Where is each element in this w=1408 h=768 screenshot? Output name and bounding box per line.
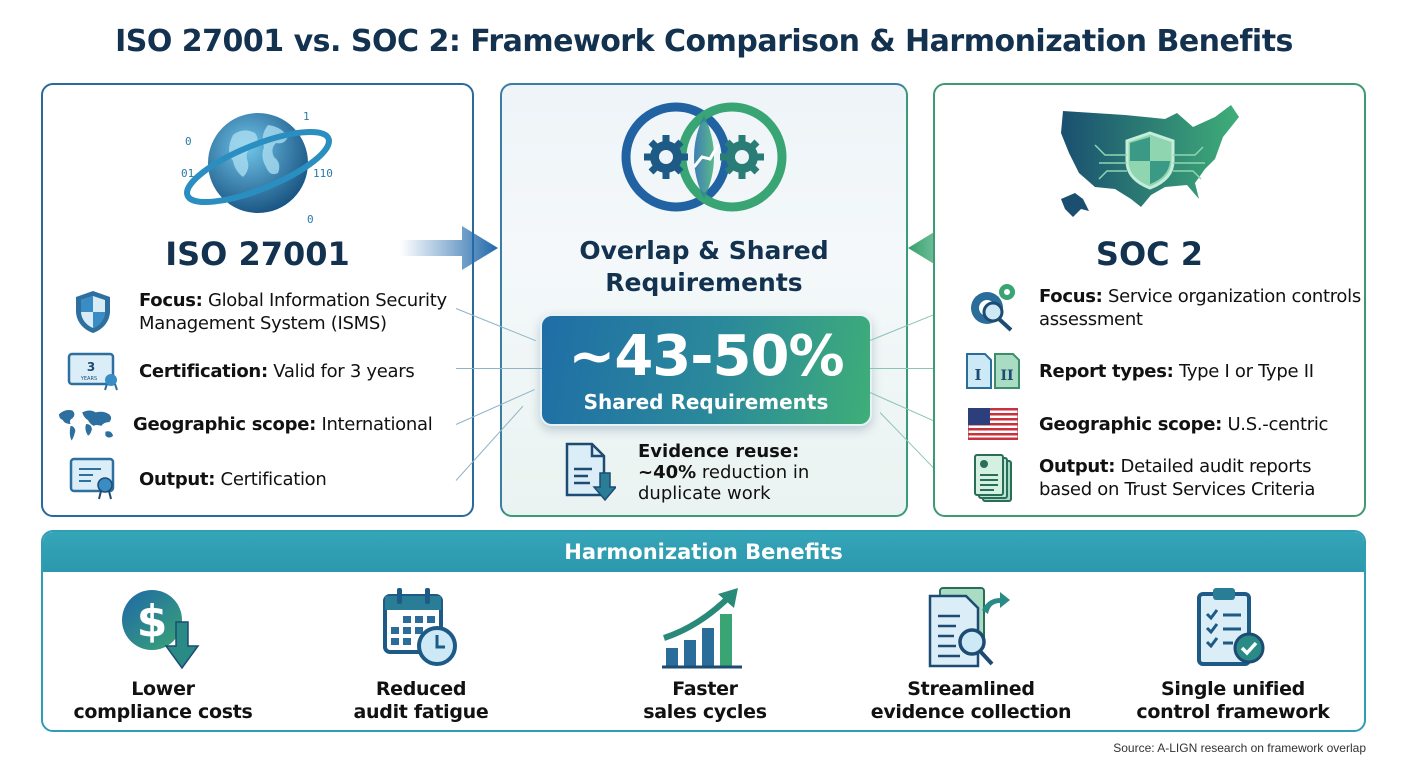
connector-line: [456, 368, 542, 369]
iso-focus-row: Focus: Global Information Security Manag…: [63, 289, 472, 335]
us-map-shield-icon: [1060, 105, 1239, 217]
iso-27001-panel: 0 01 110 1 0 ISO 27001 Focus: Global Inf…: [41, 83, 474, 517]
page-title: ISO 27001 vs. SOC 2: Framework Compariso…: [115, 24, 1293, 59]
gears-magnifier-icon: [971, 284, 1015, 332]
shared-percentage: ~43-50%: [568, 324, 844, 389]
shared-requirements-stat: ~43-50% Shared Requirements: [540, 314, 872, 426]
world-map-icon: [58, 409, 114, 441]
benefits-heading: Harmonization Benefits: [43, 532, 1364, 572]
svg-text:I: I: [974, 366, 981, 384]
clipboard-check-icon: [1197, 588, 1265, 666]
calendar-clock-icon: [383, 588, 457, 666]
dollar-down-icon: $: [122, 590, 200, 670]
globe-icon: 0 01 110 1 0: [181, 110, 333, 226]
overlapping-gears-icon: [621, 102, 787, 212]
connector-line: [870, 368, 956, 369]
documents-icon: [974, 454, 1012, 502]
svg-text:$: $: [137, 596, 168, 647]
svg-text:YEARS: YEARS: [80, 376, 97, 382]
growth-chart-icon: [662, 588, 742, 669]
iso-title: ISO 27001: [165, 235, 350, 273]
svg-text:3: 3: [87, 360, 95, 374]
svg-text:110: 110: [313, 167, 333, 180]
svg-text:0: 0: [307, 213, 314, 226]
soc-output-row: Output: Detailed audit reports based on …: [963, 454, 1364, 502]
shared-label: Shared Requirements: [583, 390, 829, 414]
shield-icon: [76, 291, 110, 333]
svg-text:II: II: [1000, 368, 1013, 384]
evidence-reuse: Evidence reuse: ~40% reduction in duplic…: [564, 441, 809, 504]
arrow-right-icon: [400, 226, 498, 270]
document-download-icon: [565, 442, 616, 502]
us-flag-icon: [968, 408, 1018, 440]
overlap-panel: Overlap & Shared Requirements ~43-50% Sh…: [500, 83, 908, 517]
certificate-icon: [69, 457, 115, 500]
svg-text:01: 01: [181, 167, 194, 180]
soc-focus-row: Focus: Service organization controls ass…: [963, 284, 1364, 332]
document-search-icon: [928, 587, 1010, 668]
soc-2-panel: SOC 2 Focus: Service organization contro…: [933, 83, 1366, 517]
svg-text:1: 1: [303, 110, 310, 123]
overlap-title: Overlap & Shared Requirements: [579, 236, 829, 297]
iso-geo-row: Geographic scope: International: [57, 401, 433, 447]
soc-title: SOC 2: [1095, 235, 1204, 273]
source-citation: Source: A-LIGN research on framework ove…: [1113, 741, 1366, 755]
svg-text:0: 0: [185, 135, 192, 148]
soc-geo-row: Geographic scope: U.S.-centric: [963, 401, 1328, 447]
iso-output-row: Output: Certification: [63, 456, 327, 502]
